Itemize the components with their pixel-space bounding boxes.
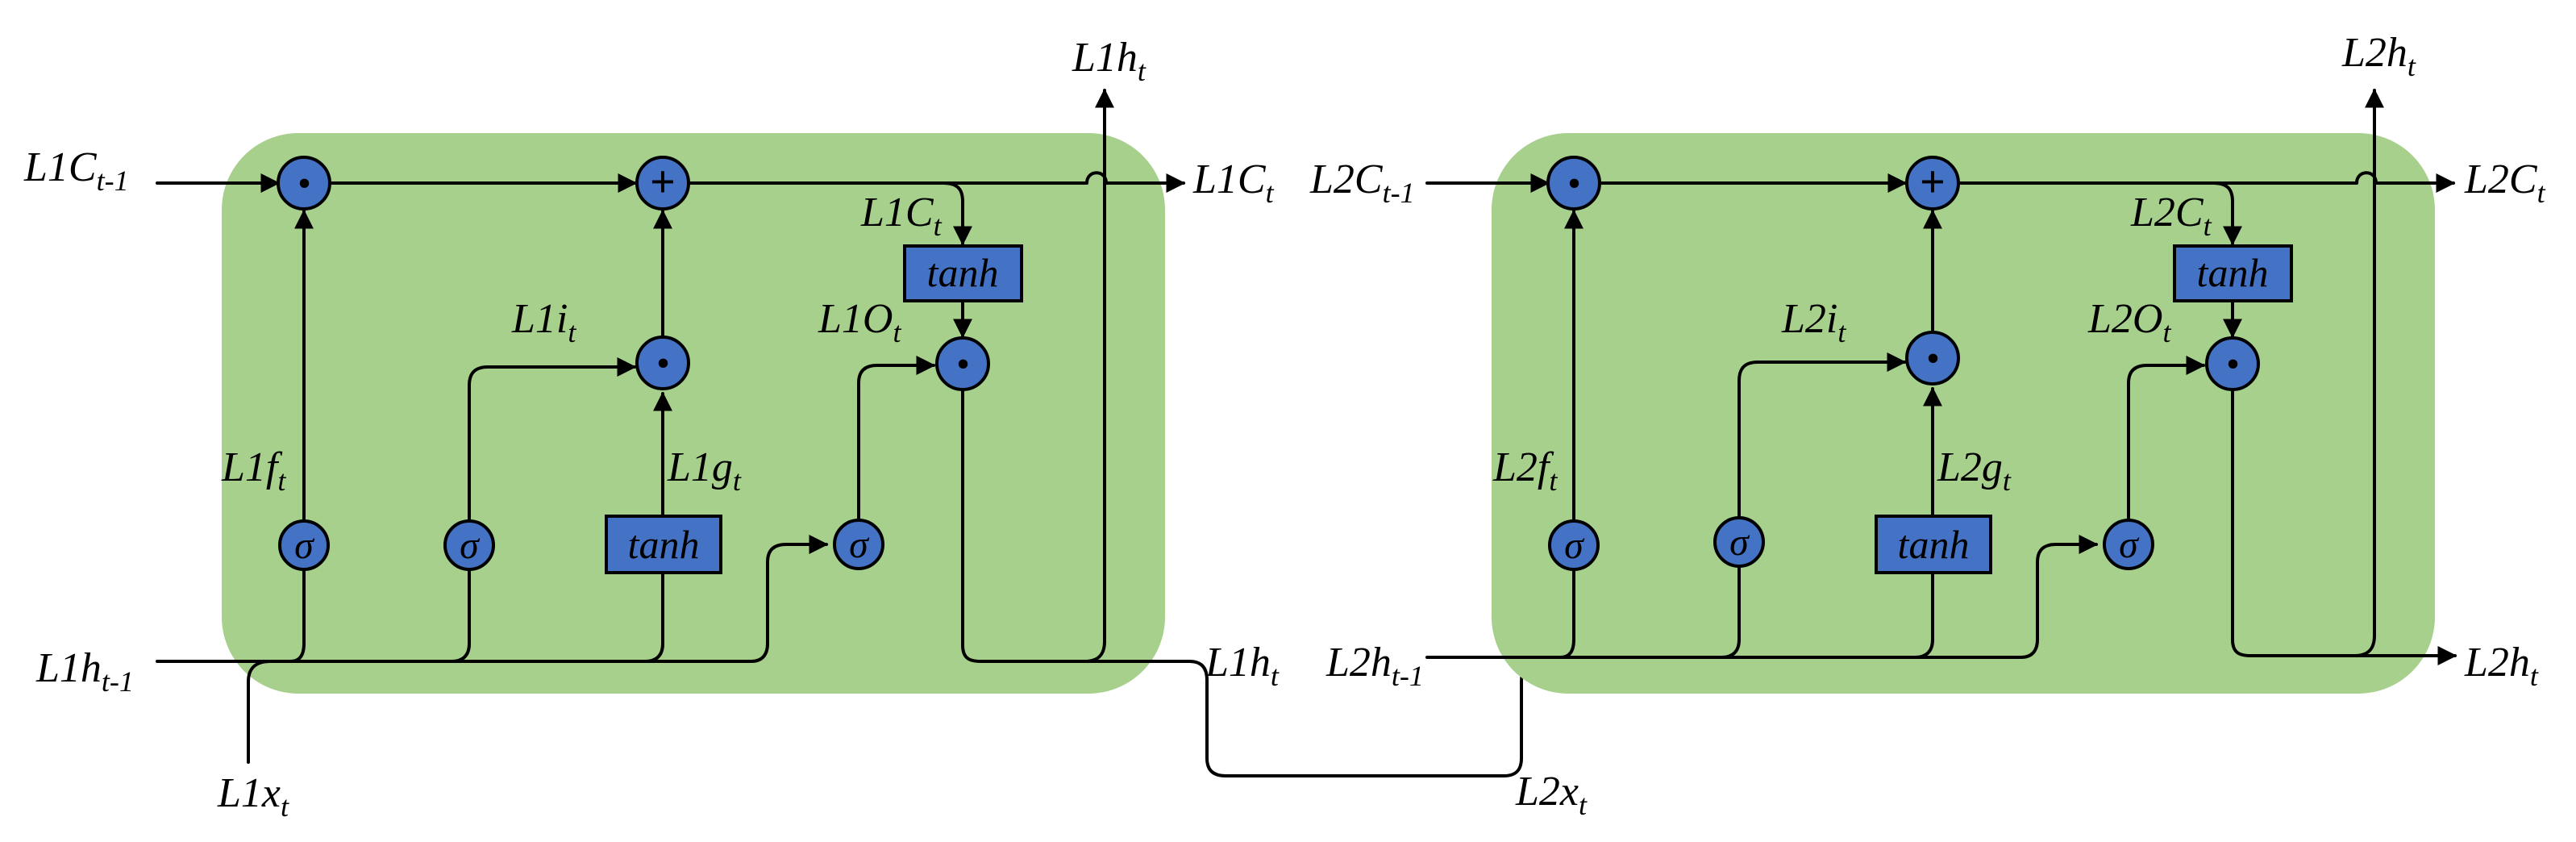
output-gate-sigma-symbol: σ: [2119, 523, 2140, 566]
label-x-in: L2xt: [1515, 769, 1588, 821]
candidate-tanh-box: [1875, 515, 1992, 574]
input-gate-feed: [450, 568, 471, 663]
label-h-top: L1ht: [1072, 35, 1147, 87]
input-gate-to-mult: [468, 357, 637, 523]
h-prev-bus: [1425, 535, 2099, 659]
input-gate-feed: [1720, 565, 1741, 659]
forget-gate-sigma-symbol: σ: [1564, 524, 1585, 567]
h-output-path: [961, 88, 1114, 663]
input-mult-symbol: •: [656, 342, 670, 385]
forget-gate-sigma-symbol: σ: [294, 524, 315, 567]
label-o-gate: L1Ot: [818, 296, 901, 348]
label-x-in: L1xt: [217, 770, 289, 823]
input-gate-sigma-symbol: σ: [460, 524, 481, 567]
forget-gate-sigma-node: [278, 519, 330, 571]
c-to-tanh-branch: [942, 181, 972, 246]
forget-mult-symbol: •: [298, 162, 311, 205]
forget-gate-feed: [1559, 568, 1575, 659]
input-mult-symbol: •: [1926, 337, 1940, 380]
label-h-out: L1ht: [1205, 640, 1280, 692]
candidate-gate-feed: [1913, 567, 1934, 659]
label-o-gate: L2Ot: [2087, 296, 2171, 348]
candidate-tanh-label: tanh: [628, 522, 700, 567]
input-mult-node: [1905, 331, 1960, 386]
cell-add-symbol: +: [1920, 157, 1946, 207]
label-c-tanh-in: L2Ct: [2130, 190, 2212, 242]
forget-mult-symbol: •: [1567, 162, 1581, 205]
forget-gate-feed: [289, 568, 306, 663]
output-mult-symbol: •: [2226, 343, 2240, 386]
output-tanh-label: tanh: [2197, 250, 2269, 295]
label-f-gate: L1ft: [221, 444, 286, 497]
candidate-tanh-box: [605, 515, 722, 574]
label-i-gate: L1it: [511, 296, 576, 348]
output-gate-sigma-symbol: σ: [849, 523, 870, 566]
input-gate-to-mult: [1737, 352, 1907, 519]
input-gate-sigma-node: [443, 519, 495, 571]
x-input-line: [247, 660, 272, 764]
output-gate-to-mult: [2127, 356, 2206, 522]
forget-mult-node: [1546, 156, 1601, 210]
label-h-out: L2ht: [2464, 640, 2539, 692]
input-gate-sigma-node: [1713, 516, 1765, 568]
h-prev-bus: [156, 535, 829, 663]
label-c-out: L2Ct: [2464, 156, 2546, 209]
input-mult-node: [635, 336, 690, 390]
lstm-cell-layer1: σ σ tanh • • + σ tanh •: [23, 35, 1543, 823]
label-h-prev: L2ht-1: [1325, 640, 1424, 692]
label-c-prev: L2Ct-1: [1309, 156, 1415, 209]
cell-background: [1492, 133, 2435, 694]
forget-mult-node: [277, 156, 331, 210]
label-i-gate: L2it: [1781, 296, 1846, 348]
label-g-gate: L1gt: [667, 444, 742, 497]
lstm-cell-layer2: σ σ tanh • • + σ tanh • L2Ct-1 L2ht-1 L2…: [1309, 30, 2546, 821]
cell-add-node: [1905, 156, 1960, 210]
cell-add-symbol: +: [650, 157, 676, 207]
input-gate-sigma-symbol: σ: [1729, 521, 1750, 564]
h-link-to-layer2: [1083, 660, 1543, 777]
cell-add-node: [635, 156, 690, 210]
label-h-top: L2ht: [2341, 30, 2416, 82]
output-tanh-label: tanh: [927, 250, 999, 295]
label-f-gate: L2ft: [1492, 444, 1558, 497]
c-to-tanh-branch: [2212, 181, 2242, 246]
label-c-tanh-in: L1Ct: [860, 190, 943, 242]
label-h-prev: L1ht-1: [35, 645, 134, 698]
label-c-prev: L1Ct-1: [23, 144, 129, 197]
cell-background: [222, 133, 1165, 694]
candidate-tanh-label: tanh: [1898, 522, 1970, 567]
output-tanh-box: [903, 244, 1023, 302]
label-c-out: L1Ct: [1192, 156, 1275, 209]
output-mult-symbol: •: [956, 343, 970, 386]
candidate-gate-feed: [643, 563, 664, 663]
h-output-path: [2231, 88, 2384, 657]
output-tanh-box: [2173, 244, 2293, 302]
forget-gate-sigma-node: [1548, 519, 1600, 571]
label-g-gate: L2gt: [1937, 444, 2012, 497]
output-gate-to-mult: [857, 356, 936, 522]
